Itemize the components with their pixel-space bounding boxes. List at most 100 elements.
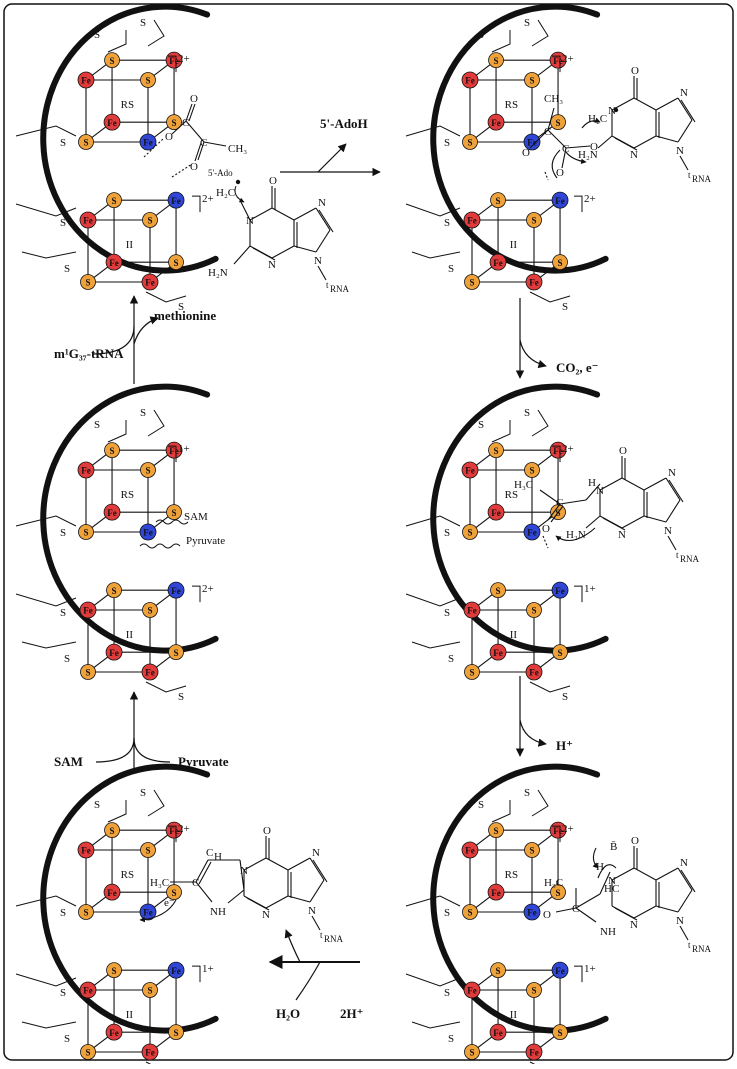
cysteine-sulfur: S <box>444 137 450 149</box>
iron-atom <box>523 523 541 541</box>
bond <box>679 155 689 171</box>
sulfur-atom <box>552 1024 568 1041</box>
sulfur-atom <box>462 904 478 920</box>
cysteine-ligand <box>107 30 127 53</box>
iron-atom <box>79 211 97 229</box>
iron-label: Fe <box>81 846 91 856</box>
iron-atom <box>77 841 95 859</box>
step-label-adoh: 5'-AdoH <box>320 116 368 131</box>
pyruvate-ligand-tr <box>529 107 601 181</box>
atom-o: O <box>556 167 564 179</box>
sulfur-atom <box>142 602 158 618</box>
sulfur-label: S <box>172 888 177 898</box>
sulfur-label: S <box>110 826 115 836</box>
iron-label: Fe <box>553 446 563 456</box>
sulfur-label: S <box>469 668 474 678</box>
sulfur-atom <box>78 904 94 920</box>
iron-atom <box>167 581 185 599</box>
iron-atom <box>79 981 97 999</box>
iron-label: Fe <box>169 56 179 66</box>
iron-label: Fe <box>465 466 475 476</box>
cluster-label: RS <box>505 869 518 881</box>
iron-label: Fe <box>107 508 117 518</box>
sulfur-label: S <box>467 908 472 918</box>
sulfur-label: S <box>112 966 117 976</box>
atom-o: O <box>590 141 598 153</box>
cysteine-ligand <box>147 19 165 47</box>
sulfur-atom <box>488 822 504 839</box>
bond <box>621 515 645 529</box>
cysteine-ligand <box>405 125 461 137</box>
iron-atom <box>103 883 121 901</box>
sulfur-label: S <box>145 466 150 476</box>
product-bl <box>139 859 245 923</box>
charge-bracket <box>168 445 177 463</box>
iron-atom <box>105 1023 123 1041</box>
bond <box>246 897 270 911</box>
pyruvate-wavy-bond <box>139 543 181 549</box>
sulfur-atom <box>166 114 182 131</box>
atom-n: N <box>676 145 684 157</box>
iron-label: Fe <box>143 528 153 538</box>
cysteine-ligand <box>107 800 127 823</box>
cysteine-sulfur: S <box>478 29 484 41</box>
bond <box>315 229 331 253</box>
cysteine-sulfur: S <box>448 653 454 665</box>
atom-h: H <box>596 861 604 873</box>
cluster-label: RS <box>121 99 134 111</box>
cluster-label: II <box>510 629 518 641</box>
iron-label: Fe <box>169 826 179 836</box>
cluster-charge: 2+ <box>202 583 214 595</box>
sulfur-label: S <box>531 606 536 616</box>
sulfur-label: S <box>467 138 472 148</box>
bond <box>655 867 679 881</box>
charge-bracket <box>574 585 583 603</box>
sulfur-atom <box>106 192 122 209</box>
bond <box>677 97 693 121</box>
sulfur-atom <box>464 664 480 680</box>
cluster-label: RS <box>121 489 134 501</box>
iron-label: Fe <box>83 216 93 226</box>
iron-label: Fe <box>527 528 537 538</box>
iron-atom <box>105 643 123 661</box>
step-label-sam: SAM <box>54 754 83 769</box>
iron-label: Fe <box>529 278 539 288</box>
sulfur-label: S <box>174 648 179 658</box>
cysteine-ligand <box>21 1021 77 1029</box>
cluster-charge: 2+ <box>562 823 574 835</box>
trna-label: RNA <box>680 554 700 564</box>
sulfur-label: S <box>83 138 88 148</box>
cysteine-ligand <box>529 681 571 693</box>
sulfur-label: S <box>145 846 150 856</box>
cluster-charge: 2+ <box>584 193 596 205</box>
cysteine-sulfur: S <box>444 907 450 919</box>
sulfur-label: S <box>172 118 177 128</box>
ado-radical-label: 5'-Ado <box>208 168 233 178</box>
charge-bracket <box>574 965 583 983</box>
step-arrow-4 <box>268 929 360 1001</box>
sulfur-atom <box>168 1024 184 1041</box>
sulfur-label: S <box>558 648 563 658</box>
cysteine-sulfur: S <box>444 527 450 539</box>
cysteine-ligand <box>405 203 461 217</box>
iron-atom <box>167 961 185 979</box>
iron-label: Fe <box>171 966 181 976</box>
cysteine-sulfur: S <box>94 419 100 431</box>
step-arrow-6 <box>91 295 159 384</box>
iron-label: Fe <box>491 888 501 898</box>
protein-backbone <box>430 3 609 274</box>
protein-backbone <box>40 763 219 1034</box>
atom-o: O <box>631 835 639 847</box>
iron-label: Fe <box>465 846 475 856</box>
sulfur-label: S <box>147 216 152 226</box>
atom-nh: NH <box>600 926 616 938</box>
sulfur-atom <box>166 884 182 901</box>
bond <box>677 889 693 913</box>
atom-c: C <box>206 847 213 859</box>
cysteine-sulfur: S <box>60 907 66 919</box>
sulfur-label: S <box>558 1028 563 1038</box>
